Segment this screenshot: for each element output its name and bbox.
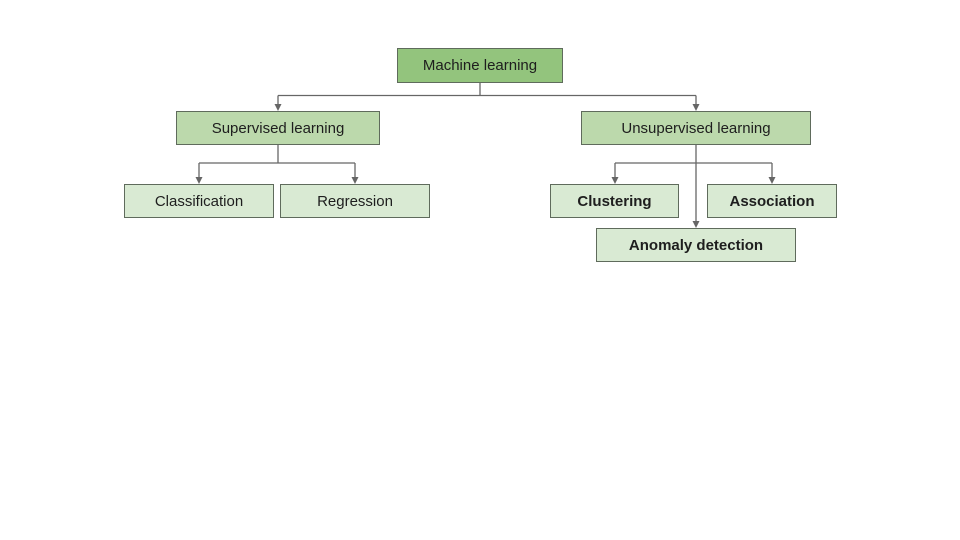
connector-arrowheads <box>195 104 776 228</box>
node-anomaly-detection: Anomaly detection <box>596 228 796 262</box>
connector-lines <box>198 83 773 221</box>
node-unsupervised-learning: Unsupervised learning <box>581 111 811 145</box>
node-machine-learning: Machine learning <box>397 48 563 83</box>
node-classification: Classification <box>124 184 274 218</box>
node-supervised-learning: Supervised learning <box>176 111 380 145</box>
node-regression: Regression <box>280 184 430 218</box>
node-association: Association <box>707 184 837 218</box>
node-clustering: Clustering <box>550 184 679 218</box>
